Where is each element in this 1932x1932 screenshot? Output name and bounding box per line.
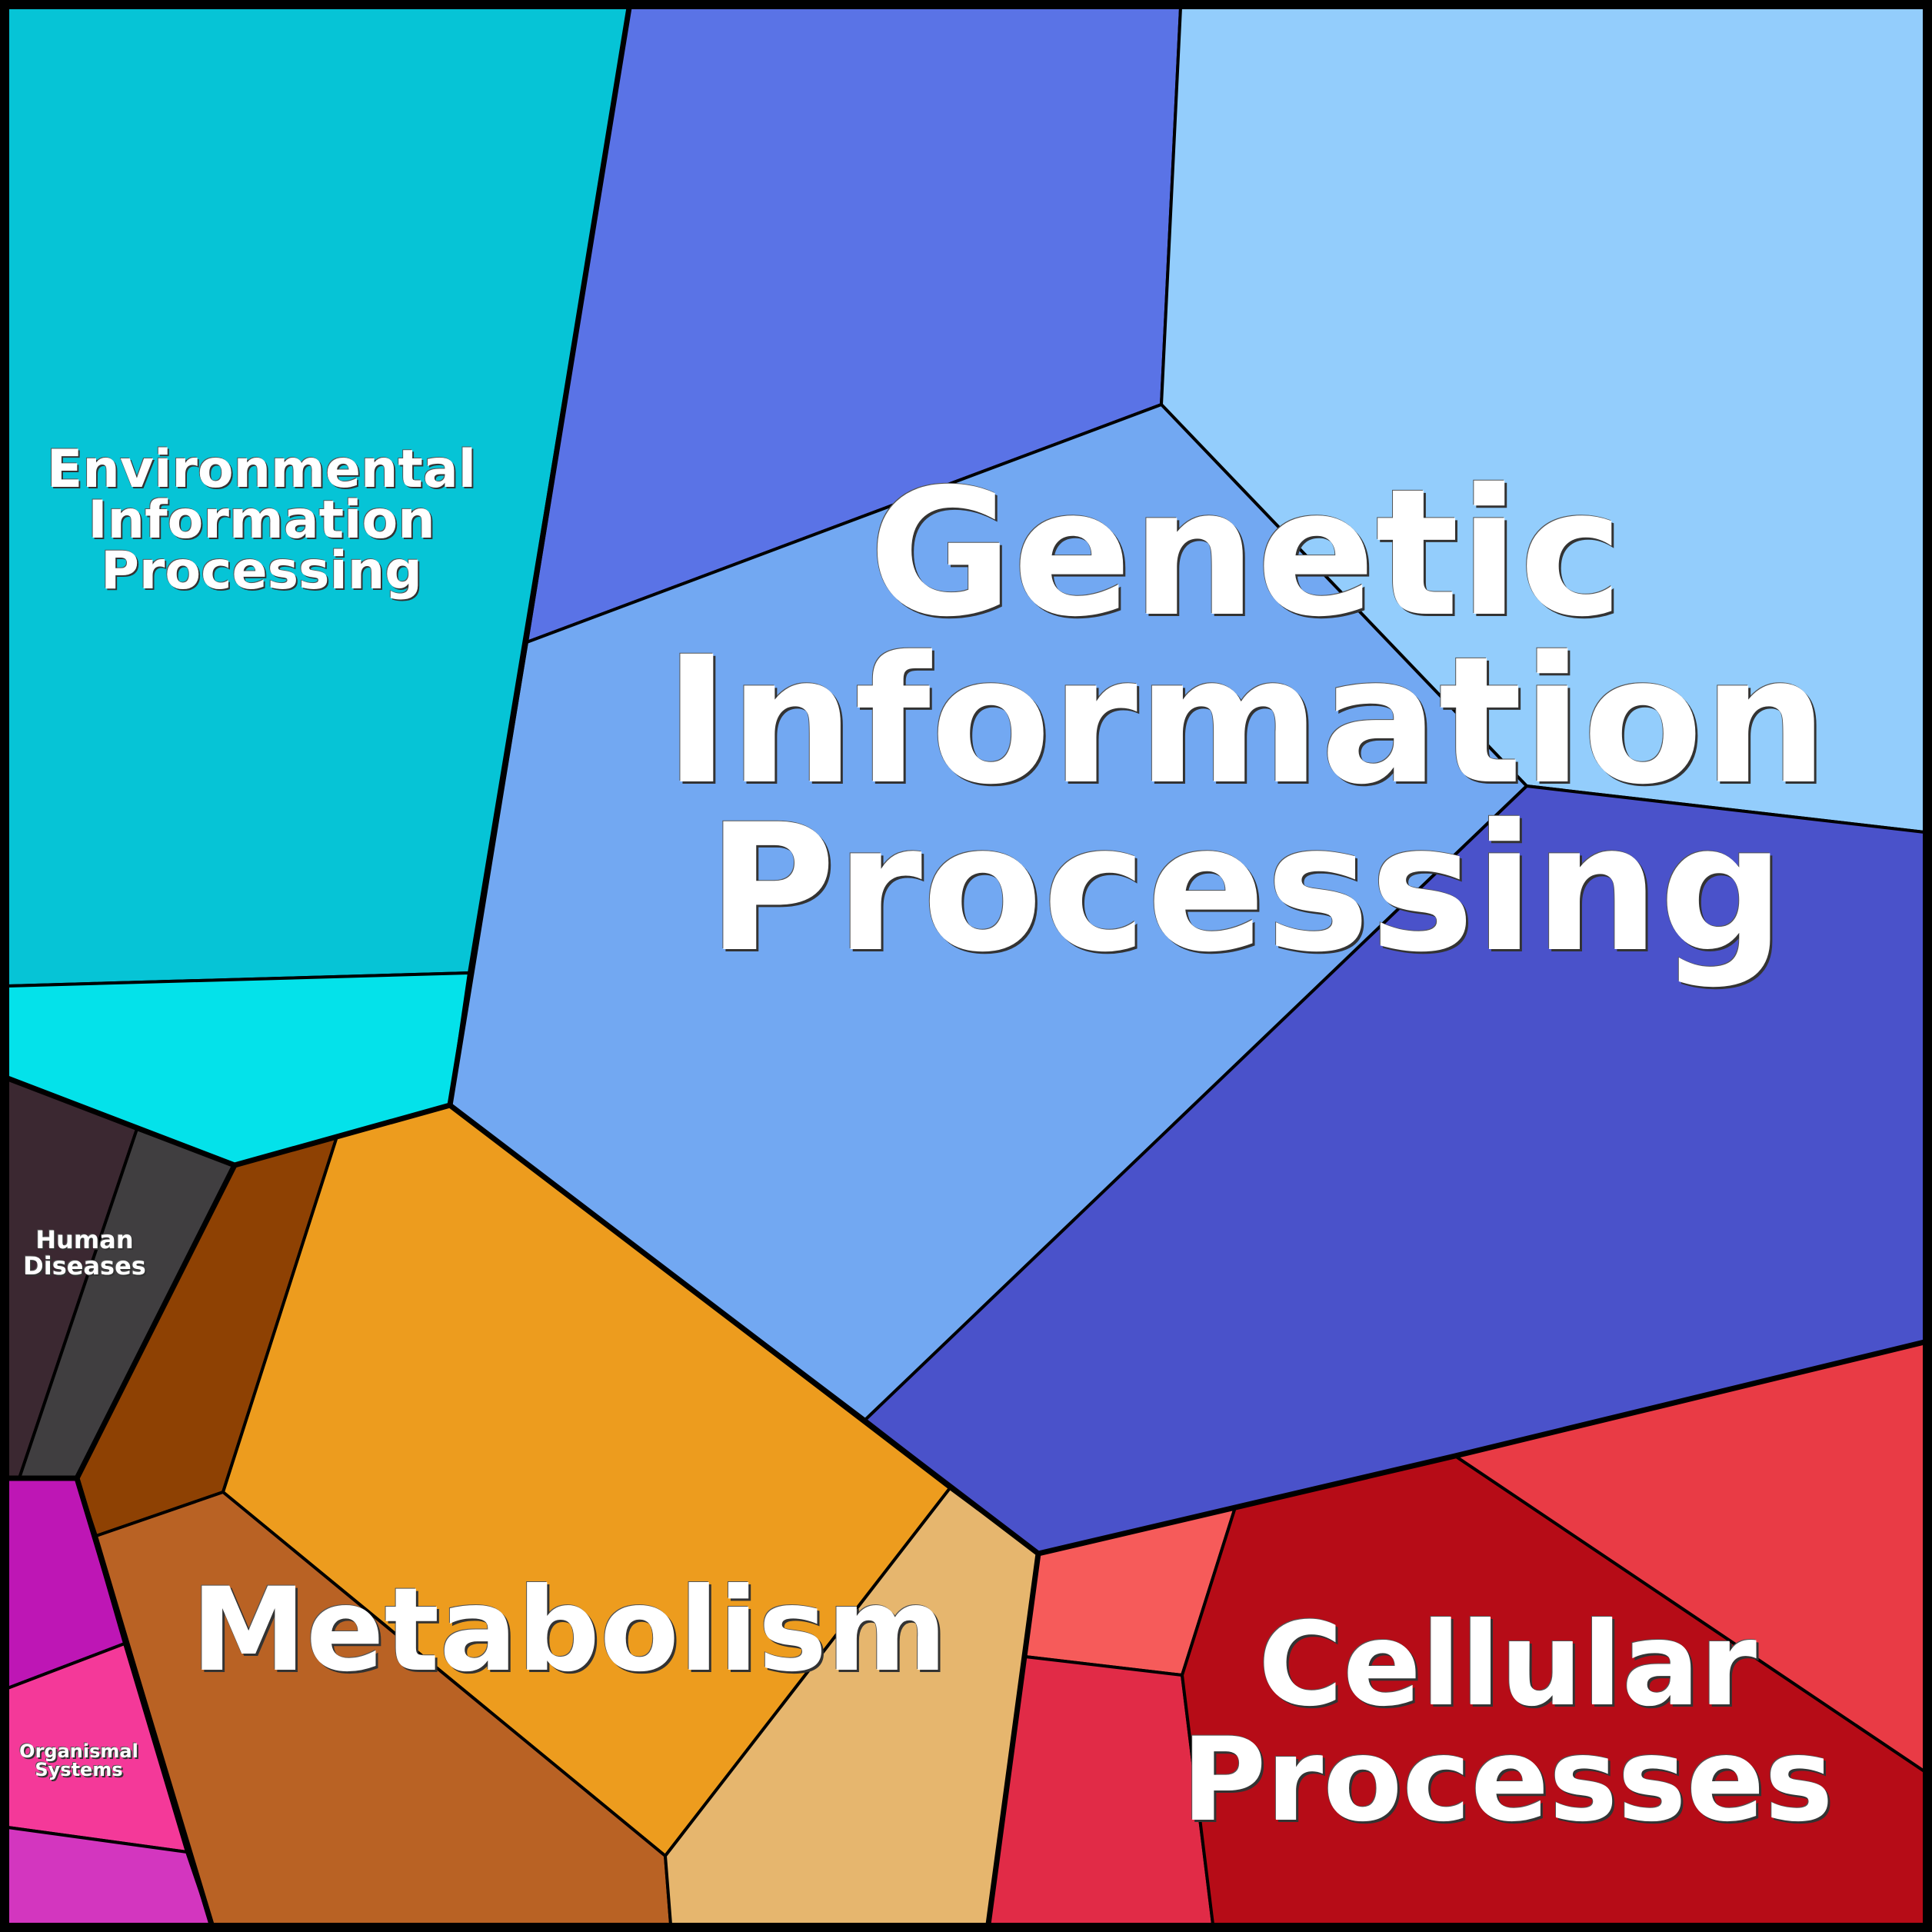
label-line: Cellular xyxy=(1257,1598,1757,1732)
label-line: Organismal xyxy=(19,1740,138,1762)
label-line: Genetic xyxy=(868,451,1624,655)
label-genetic: Genetic Information Processing xyxy=(661,451,1830,991)
label-line: Processing xyxy=(101,541,422,601)
label-line: Information xyxy=(88,490,435,551)
label-line: Diseases xyxy=(23,1251,146,1281)
boundary-organismal xyxy=(74,1477,215,1926)
label-line: Processing xyxy=(707,786,1785,991)
label-line: Environmental xyxy=(46,439,477,500)
label-cellular: Cellular Processes xyxy=(1154,1607,1861,1838)
label-human-diseases: Human Diseases xyxy=(8,1227,162,1279)
label-metabolism: Metabolism xyxy=(185,1573,954,1688)
label-line: Systems xyxy=(35,1759,123,1780)
boundary-cellular xyxy=(1038,1339,1925,1557)
label-line: Metabolism xyxy=(191,1564,948,1697)
label-environmental: Environmental Information Processing xyxy=(31,439,492,601)
label-organismal: Organismal Systems xyxy=(8,1742,150,1779)
label-line: Human xyxy=(35,1225,134,1254)
boundary-environmental xyxy=(6,7,632,1168)
label-line: Information xyxy=(664,618,1828,823)
label-line: Processes xyxy=(1181,1714,1834,1847)
